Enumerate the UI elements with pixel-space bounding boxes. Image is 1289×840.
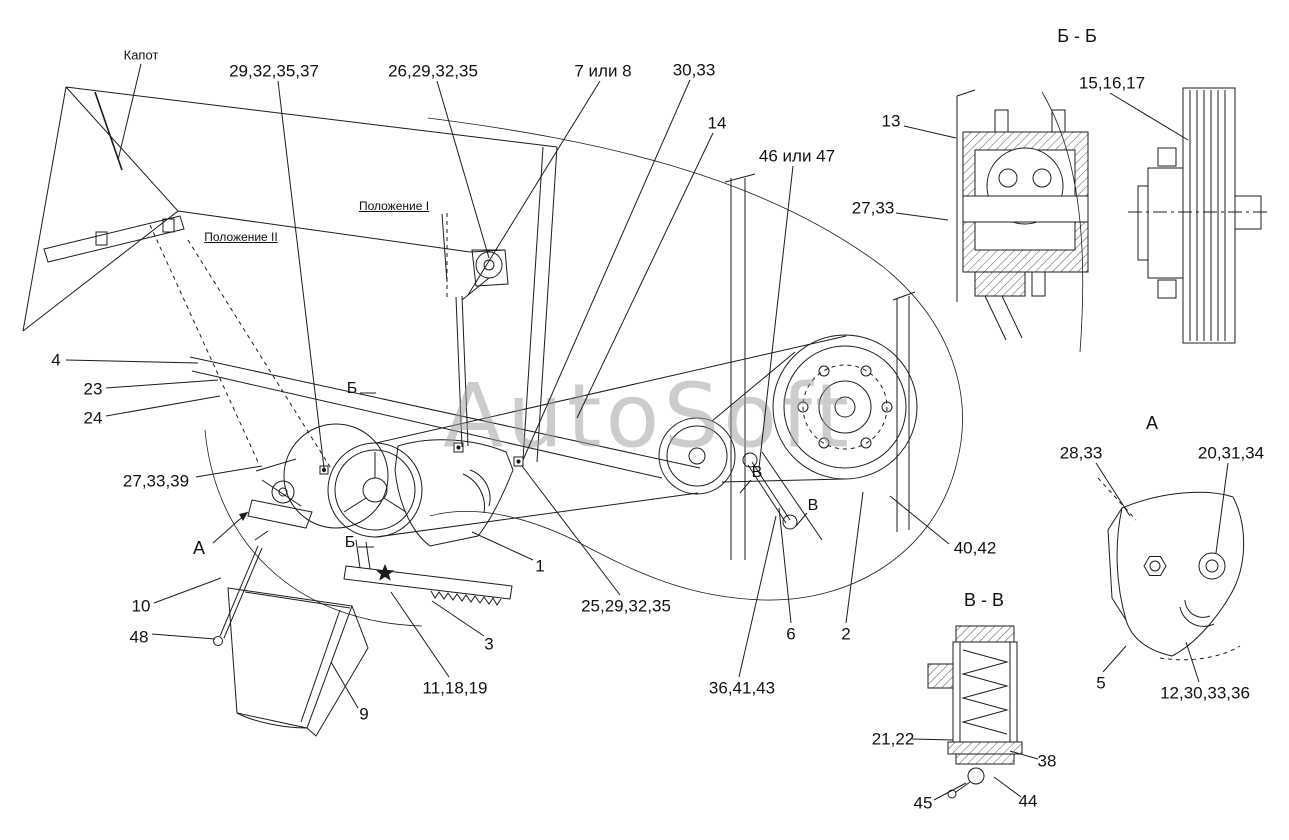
section-title-bb: Б - Б	[1057, 26, 1097, 46]
callout-label: 25,29,32,35	[581, 596, 671, 616]
callout-label: 12,30,33,36	[1160, 683, 1250, 703]
section-title-a: А	[1145, 413, 1159, 433]
leader-line	[1102, 645, 1127, 673]
callout-label: 2	[841, 624, 851, 644]
callout-label: 3	[484, 634, 494, 654]
label-position-2: Положение II	[204, 230, 278, 244]
callout-label: 30,33	[672, 60, 716, 80]
leader-line	[330, 661, 359, 709]
leader-line	[105, 379, 219, 389]
label-position-1: Положение I	[358, 199, 430, 213]
leader-line	[889, 495, 950, 545]
leader-line	[521, 465, 621, 596]
leader-line	[153, 577, 222, 604]
leader-line	[431, 600, 485, 637]
leader-line	[903, 125, 957, 139]
section-marker-v1: В	[751, 464, 763, 481]
callout-label: 7 или 8	[574, 61, 632, 81]
label-kapot: Капот	[123, 47, 159, 63]
callout-label: 28,33	[1059, 443, 1103, 463]
leader-line	[895, 212, 949, 221]
callout-label: 20,31,34	[1197, 443, 1265, 463]
leader-line	[1109, 92, 1189, 141]
callout-label: 14	[707, 113, 727, 133]
callout-label: 36,41,43	[708, 678, 776, 698]
leader-line	[739, 479, 752, 494]
leader-line	[1185, 641, 1200, 683]
leader-line	[778, 507, 792, 624]
callout-label: 45	[913, 793, 933, 813]
leader-line	[151, 633, 216, 640]
section-marker-a-left: А	[192, 538, 206, 558]
callout-label: 44	[1018, 791, 1038, 811]
callout-label: 27,33	[851, 198, 895, 218]
leader-line	[845, 491, 864, 624]
leader-line	[105, 395, 221, 417]
callout-label: 6	[786, 624, 796, 644]
callout-label: 5	[1096, 673, 1106, 693]
section-marker-b2: Б	[344, 534, 356, 551]
leader-line	[911, 738, 954, 741]
leader-line	[933, 782, 967, 801]
leader-line	[795, 512, 808, 527]
callout-label: 26,29,32,35	[388, 61, 478, 81]
leader-line	[738, 515, 777, 678]
callout-label: 4	[51, 350, 61, 370]
section-marker-b1: Б	[346, 380, 358, 397]
callout-label: 15,16,17	[1078, 73, 1146, 93]
leader-line	[467, 80, 601, 296]
callout-label: 10	[131, 596, 151, 616]
leader-line	[436, 80, 490, 259]
leader-line	[277, 80, 325, 469]
leader-line	[522, 79, 691, 461]
section-title-vv: В - В	[963, 590, 1005, 610]
leader-line	[390, 591, 450, 678]
callout-label: 24	[83, 408, 103, 428]
leader-line	[65, 359, 199, 364]
leader-line	[471, 531, 534, 561]
callout-label: 13	[881, 111, 901, 131]
callout-label: 9	[359, 704, 369, 724]
callout-label: 46 или 47	[758, 146, 836, 166]
section-marker-v2: В	[807, 497, 819, 514]
leader-line	[1009, 750, 1039, 760]
leader-line	[1215, 462, 1229, 554]
leader-line	[1095, 462, 1131, 517]
callout-label: 48	[129, 627, 149, 647]
leader-line	[117, 63, 142, 161]
callout-label: 29,32,35,37	[229, 61, 319, 81]
callout-label: 21,22	[871, 729, 915, 749]
leader-line	[758, 165, 794, 469]
leader-line	[993, 776, 1022, 798]
callout-label: 27,33,39	[122, 471, 190, 491]
callout-label: 23	[83, 379, 103, 399]
callout-label: 11,18,19	[422, 678, 488, 698]
leader-line	[441, 213, 448, 283]
callout-label: 40,42	[953, 538, 997, 558]
leader-line	[195, 465, 263, 478]
callout-label: 1	[535, 556, 545, 576]
leader-line	[576, 132, 714, 419]
callout-label: 38	[1037, 751, 1057, 771]
